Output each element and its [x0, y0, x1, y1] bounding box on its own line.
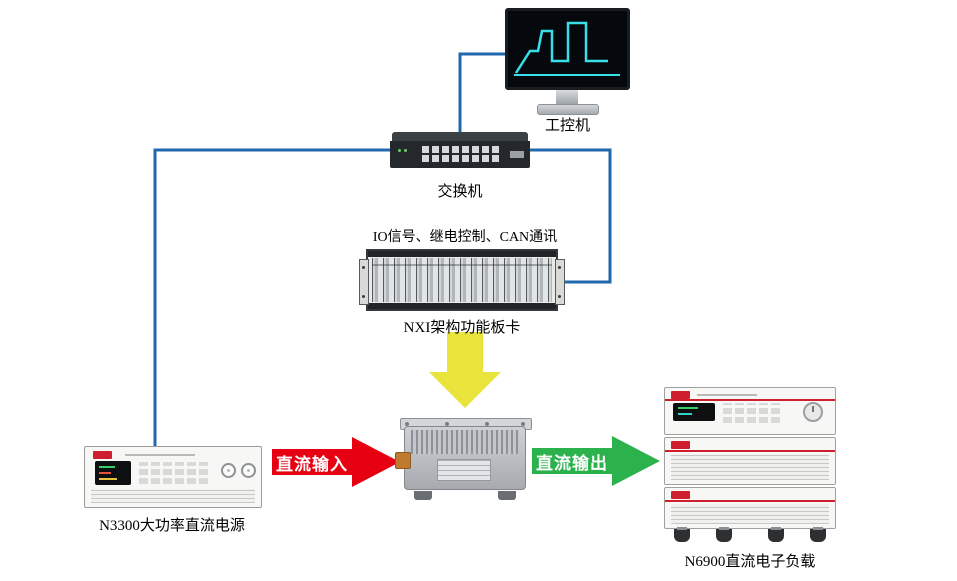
dut-connector-icon	[395, 452, 411, 469]
caster-wheel-icon	[716, 527, 732, 542]
monitor-stand-neck	[556, 90, 578, 105]
load-title-bar	[697, 394, 757, 396]
dut-converter	[395, 414, 532, 500]
brand-logo-icon	[671, 441, 690, 449]
ipc-label: 工控机	[544, 118, 590, 134]
psu-button-grid	[139, 462, 211, 484]
brand-logo-icon	[671, 491, 690, 499]
load-n6900	[664, 387, 836, 543]
line-switch-nxi	[529, 148, 612, 284]
nxi-io-label: IO信号、继电控制、CAN通讯	[372, 230, 558, 245]
rack-ear-left	[359, 259, 369, 305]
led-icon	[404, 149, 407, 152]
psu-vent-grille	[91, 489, 255, 503]
psu-n3300	[84, 446, 262, 508]
nxi-label: NXI架构功能板卡	[403, 320, 521, 336]
load-display	[673, 403, 715, 421]
dc-output-arrow	[532, 436, 660, 486]
switch-top	[392, 132, 528, 141]
switch-front	[390, 141, 530, 168]
rotary-knob-icon	[803, 402, 823, 422]
dut-nameplate	[437, 459, 491, 481]
brand-logo-icon	[671, 391, 690, 399]
switch-brand-plate	[510, 151, 524, 158]
ethernet-switch	[390, 132, 530, 168]
load-button-grid	[723, 403, 783, 423]
caster-wheel-icon	[768, 527, 784, 542]
dut-foot	[498, 491, 516, 500]
dc-input-arrow	[272, 437, 400, 487]
rack-ear-right	[555, 259, 565, 305]
psu-output-terminal	[221, 463, 236, 478]
rack-bottom-rail	[368, 303, 556, 309]
red-accent-stripe	[665, 399, 835, 401]
psu-output-terminal	[241, 463, 256, 478]
dc-output-label: 直流输出	[536, 454, 608, 474]
brand-logo-icon	[93, 451, 112, 459]
load-label: N6900直流电子负载	[684, 554, 816, 570]
red-accent-stripe	[665, 500, 835, 502]
psu-label: N3300大功率直流电源	[99, 518, 245, 534]
rack-top-rail	[368, 251, 556, 257]
rack-card-slots	[372, 258, 552, 302]
dut-foot	[414, 491, 432, 500]
nxi-rack	[359, 249, 565, 311]
line-switch-psu	[153, 148, 391, 448]
dut-heatsink-fins	[411, 430, 519, 454]
led-icon	[398, 149, 401, 152]
switch-label: 交换机	[437, 184, 483, 200]
load-unit-top	[664, 387, 836, 435]
industrial-pc	[505, 8, 630, 115]
switch-ports	[422, 146, 502, 162]
load-vent-grille	[671, 454, 829, 480]
dut-body	[404, 426, 526, 490]
red-accent-stripe	[665, 450, 835, 452]
dc-input-label: 直流输入	[276, 455, 348, 475]
line-ipc-switch	[458, 52, 510, 133]
waveform-icon	[514, 21, 620, 76]
monitor-stand-base	[537, 104, 599, 115]
psu-display	[95, 461, 131, 485]
load-vent-grille	[671, 504, 829, 524]
control-down-arrow	[429, 332, 501, 408]
caster-wheel-icon	[810, 527, 826, 542]
caster-wheel-icon	[674, 527, 690, 542]
load-unit-bottom	[664, 487, 836, 529]
load-unit-middle	[664, 437, 836, 485]
monitor-screen	[505, 8, 630, 90]
psu-title-bar	[125, 454, 195, 456]
